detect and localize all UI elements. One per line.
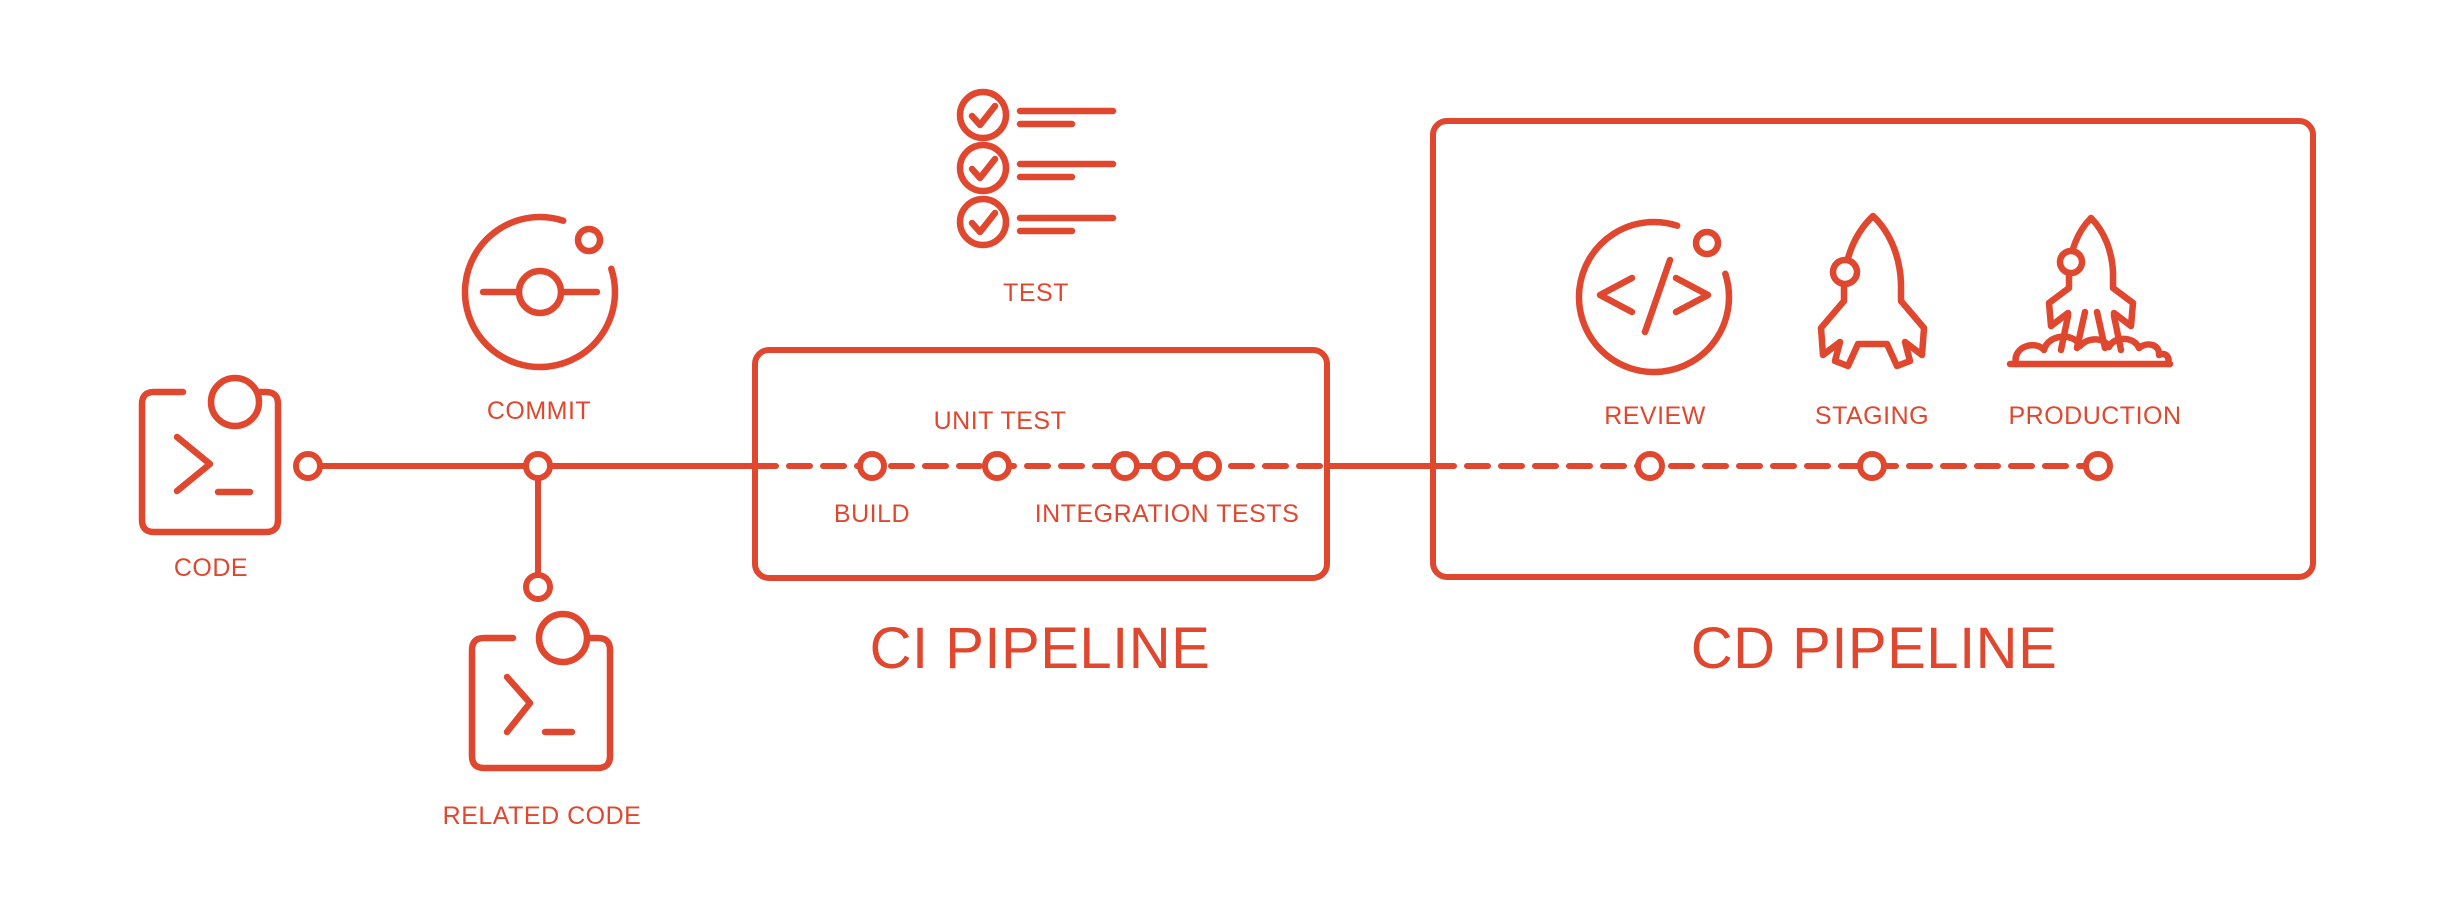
- test-label: TEST: [1003, 279, 1069, 307]
- production-rocket-launch-icon: [2006, 214, 2174, 368]
- ci-pipeline-title: CI PIPELINE: [870, 616, 1211, 681]
- integration-tests-nodes: [1110, 451, 1222, 481]
- code-label: CODE: [174, 554, 248, 582]
- unit-test-node: [982, 451, 1012, 481]
- cd-pipeline-box: [1430, 118, 2316, 580]
- production-label: PRODUCTION: [2008, 402, 2181, 430]
- test-checklist-icon: [956, 88, 1117, 249]
- unit-test-label: UNIT TEST: [934, 407, 1067, 435]
- branch-end-node: [523, 572, 553, 602]
- git-commit-icon: [461, 213, 619, 371]
- code-review-icon: [1575, 218, 1733, 376]
- build-label: BUILD: [834, 500, 910, 528]
- production-node: [2083, 451, 2113, 481]
- related-code-terminal-icon: [468, 610, 614, 772]
- review-label: REVIEW: [1604, 402, 1706, 430]
- pipeline-start-node: [293, 451, 323, 481]
- related-code-label: RELATED CODE: [443, 802, 642, 830]
- build-node: [857, 451, 887, 481]
- staging-rocket-icon: [1817, 212, 1928, 370]
- commit-junction-node: [523, 451, 553, 481]
- cd-pipeline-title: CD PIPELINE: [1691, 616, 2058, 681]
- staging-label: STAGING: [1815, 402, 1929, 430]
- integration-tests-label: INTEGRATION TESTS: [1035, 500, 1300, 528]
- commit-label: COMMIT: [487, 397, 591, 425]
- review-node: [1635, 451, 1665, 481]
- staging-node: [1857, 451, 1887, 481]
- code-terminal-icon: [138, 374, 282, 536]
